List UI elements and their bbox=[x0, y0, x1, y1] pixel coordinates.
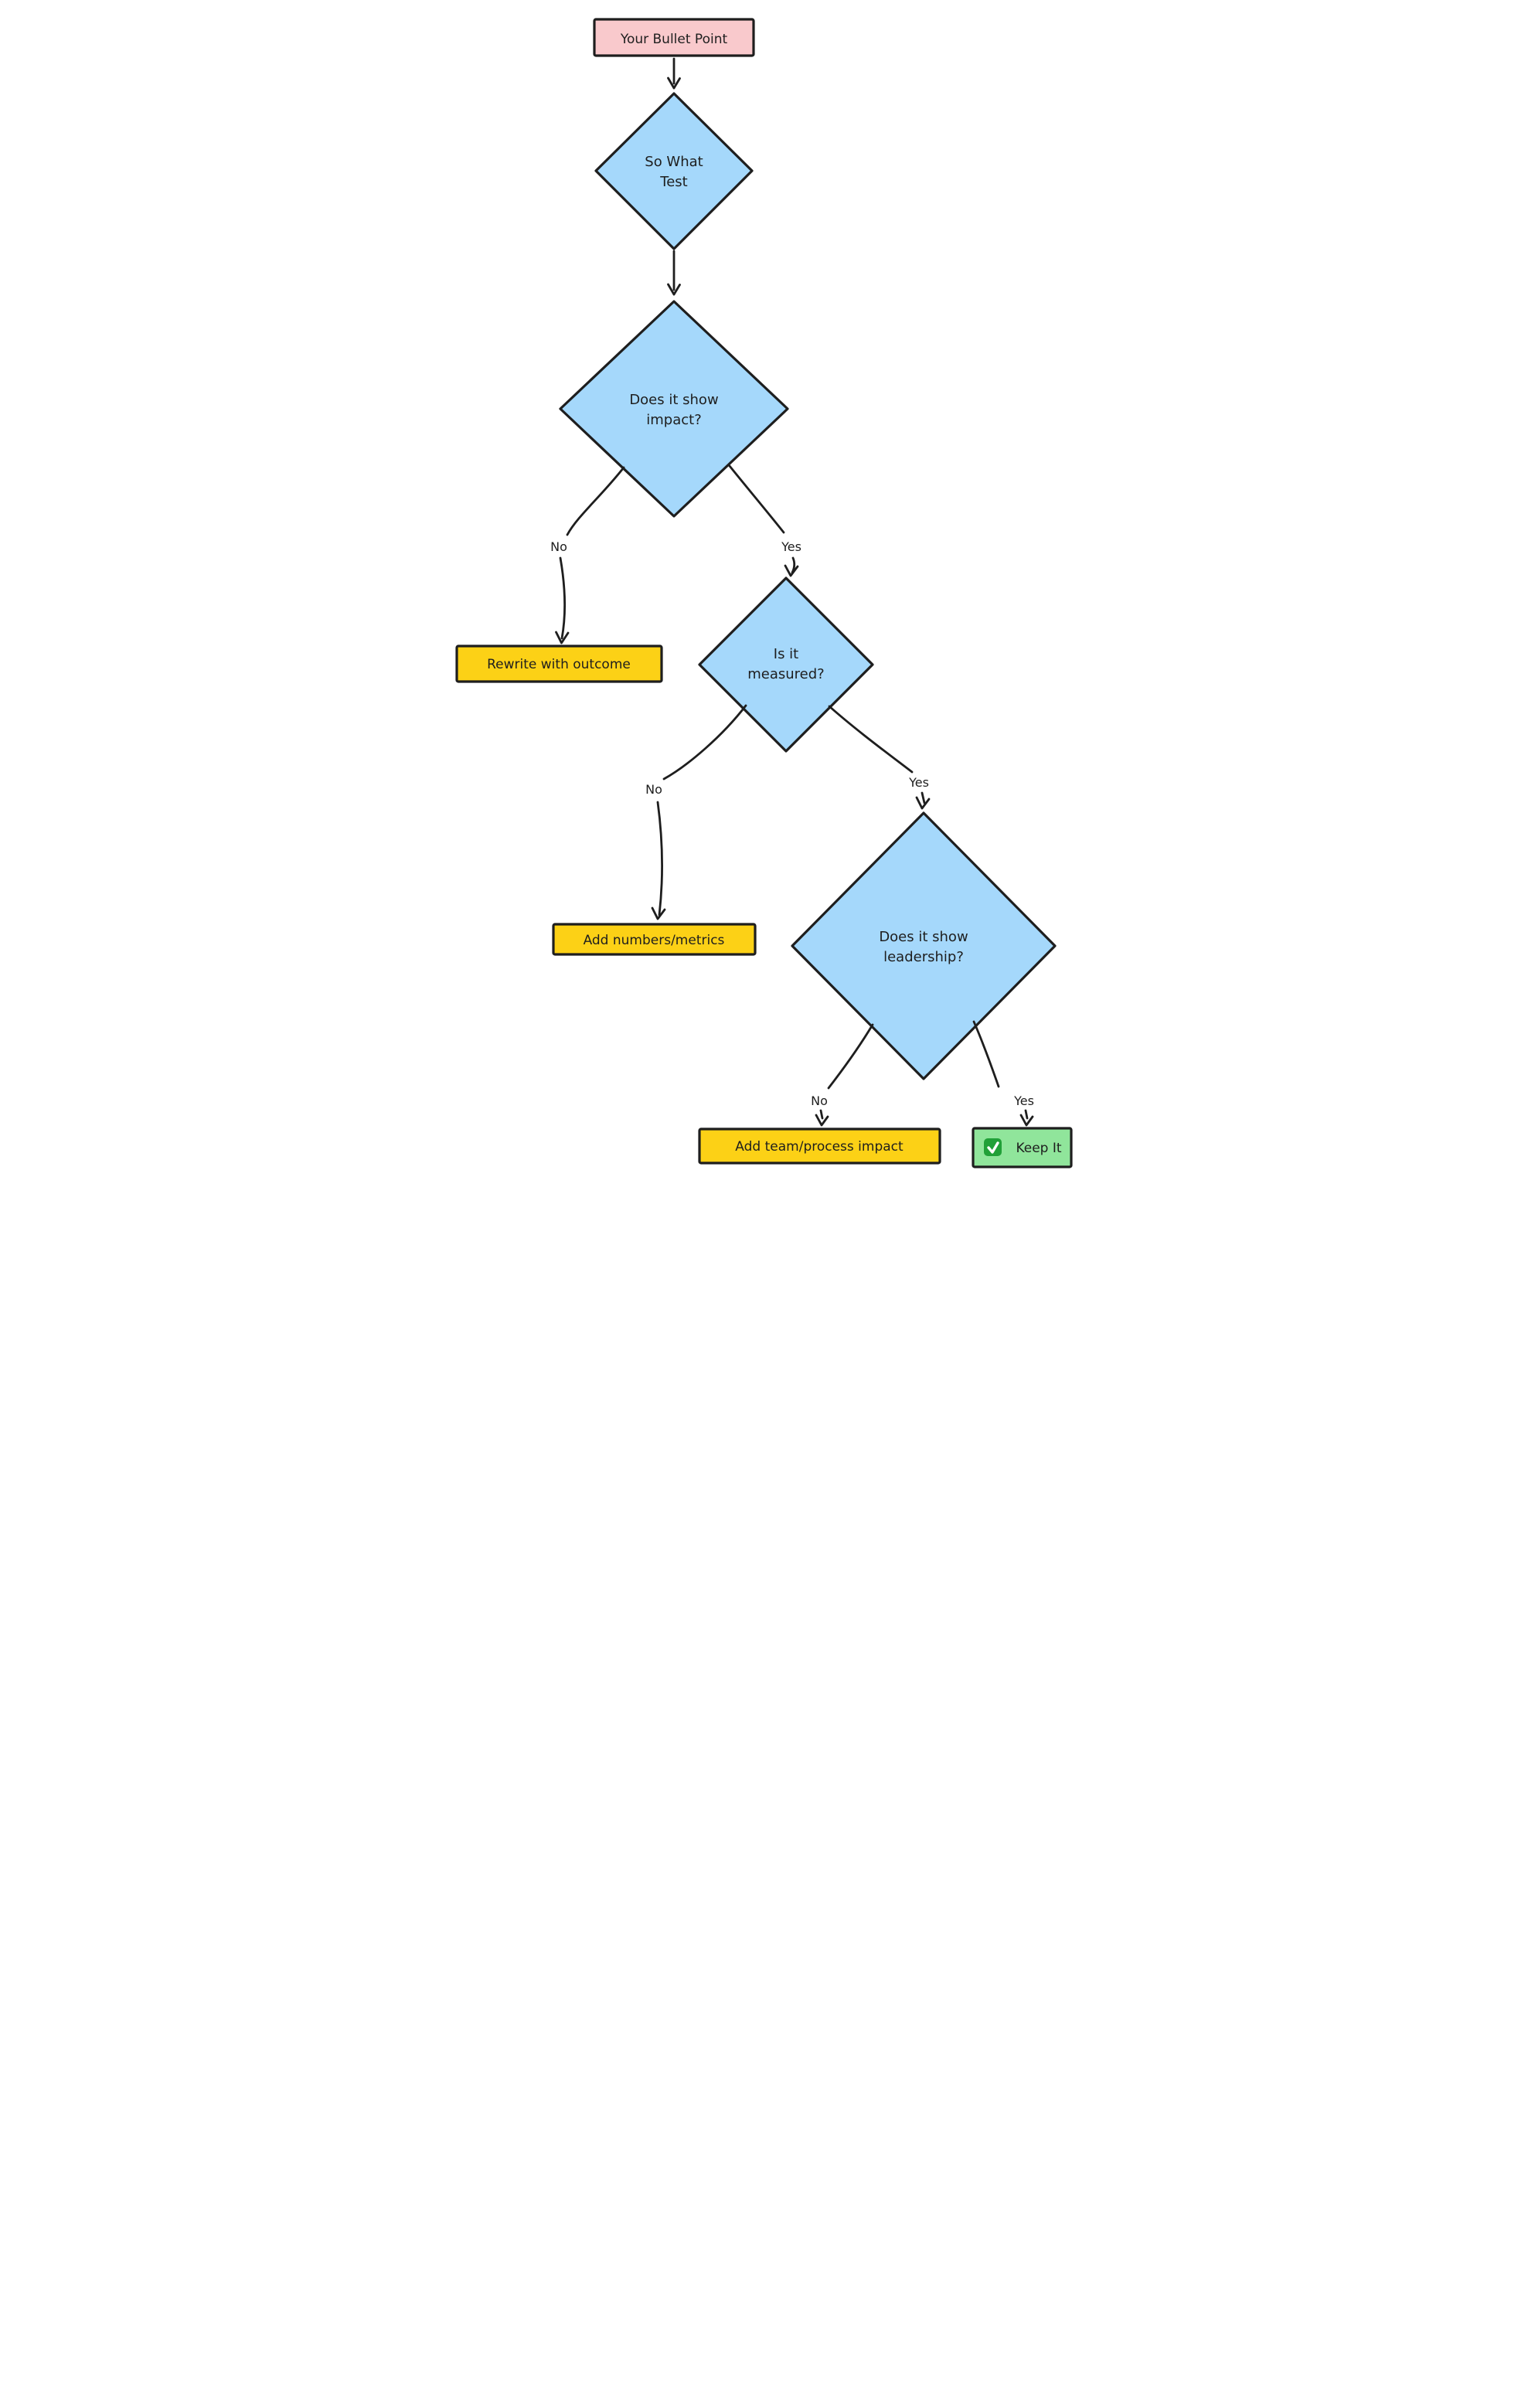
measured-label-line2: measured? bbox=[747, 666, 824, 682]
start-node-label: Your Bullet Point bbox=[619, 32, 727, 47]
metrics-node: Add numbers/metrics bbox=[551, 923, 757, 956]
sowhat-diamond bbox=[594, 92, 754, 250]
leadership-label-line2: leadership? bbox=[883, 949, 964, 965]
edge-leadership-yes-tail bbox=[1024, 1109, 1028, 1120]
edge-impact-no: No bbox=[550, 466, 624, 645]
metrics-node-label: Add numbers/metrics bbox=[583, 933, 724, 948]
edge-leadership-no: No bbox=[811, 1023, 873, 1127]
edge-leadership-yes: Yes bbox=[972, 1020, 1034, 1127]
edge-measured-yes-line bbox=[828, 705, 913, 774]
sowhat-decision-node: So What Test bbox=[594, 92, 754, 250]
flowchart-svg: Your Bullet Point So What Test Does it s… bbox=[454, 18, 1073, 1168]
sowhat-label-line1: So What bbox=[645, 154, 703, 170]
edge-leadership-no-tail bbox=[819, 1109, 823, 1120]
edge-measured-no-label: No bbox=[645, 782, 662, 797]
edge-measured-no: No bbox=[645, 704, 747, 920]
arrowhead-icon bbox=[666, 283, 681, 296]
team-node-label: Add team/process impact bbox=[735, 1139, 904, 1155]
check-icon-mark bbox=[986, 1141, 999, 1154]
arrowhead-icon bbox=[666, 77, 681, 90]
arrowhead-icon bbox=[554, 631, 569, 645]
impact-decision-node: Does it show impact? bbox=[558, 300, 789, 518]
arrowhead-icon bbox=[815, 1114, 829, 1127]
measured-label-line1: Is it bbox=[773, 646, 798, 662]
edge-leadership-yes-line bbox=[972, 1020, 999, 1088]
edge-impact-no-line-upper bbox=[566, 466, 624, 536]
sowhat-label-line2: Test bbox=[659, 174, 687, 190]
edge-leadership-yes-label: Yes bbox=[1013, 1093, 1034, 1108]
edge-start-sowhat bbox=[666, 57, 681, 90]
keep-node-box bbox=[971, 1127, 1073, 1168]
start-node-box bbox=[592, 18, 755, 57]
keep-node-label: Keep It bbox=[1016, 1141, 1061, 1156]
arrowhead-icon bbox=[784, 564, 798, 577]
edge-sowhat-impact bbox=[666, 250, 681, 296]
edge-measured-yes-tail bbox=[921, 791, 925, 804]
leadership-label-line1: Does it show bbox=[879, 929, 968, 945]
keep-node: Keep It bbox=[971, 1127, 1073, 1168]
leadership-decision-node: Does it show leadership? bbox=[790, 811, 1057, 1080]
edge-measured-yes: Yes bbox=[828, 705, 930, 810]
metrics-node-box bbox=[551, 923, 757, 956]
impact-label-line1: Does it show bbox=[629, 392, 718, 408]
arrowhead-icon bbox=[651, 906, 665, 920]
edge-measured-no-line-upper bbox=[662, 704, 747, 781]
flowchart-page: Your Bullet Point So What Test Does it s… bbox=[383, 0, 1146, 1204]
edge-measured-no-line-lower bbox=[656, 801, 663, 917]
arrowhead-icon bbox=[1019, 1114, 1033, 1127]
measured-diamond bbox=[697, 576, 874, 753]
leadership-diamond bbox=[790, 811, 1057, 1080]
edge-impact-no-label: No bbox=[550, 539, 567, 554]
impact-label-line2: impact? bbox=[646, 412, 702, 428]
edge-impact-yes-label: Yes bbox=[781, 539, 801, 554]
check-icon bbox=[983, 1138, 1002, 1156]
team-node: Add team/process impact bbox=[697, 1127, 941, 1165]
edge-impact-no-line-lower bbox=[559, 556, 566, 640]
edge-leadership-no-line bbox=[827, 1023, 873, 1090]
edge-leadership-no-label: No bbox=[811, 1093, 828, 1108]
measured-decision-node: Is it measured? bbox=[697, 576, 874, 753]
edge-impact-yes-line bbox=[728, 464, 784, 534]
arrowhead-icon bbox=[915, 796, 930, 810]
start-node: Your Bullet Point bbox=[592, 18, 755, 57]
edge-impact-yes: Yes bbox=[728, 464, 801, 577]
team-node-box bbox=[697, 1127, 941, 1165]
impact-diamond bbox=[558, 300, 789, 518]
edge-measured-yes-label: Yes bbox=[908, 775, 929, 790]
rewrite-node-box bbox=[454, 645, 663, 683]
rewrite-node-label: Rewrite with outcome bbox=[487, 657, 631, 672]
rewrite-node: Rewrite with outcome bbox=[454, 645, 663, 683]
